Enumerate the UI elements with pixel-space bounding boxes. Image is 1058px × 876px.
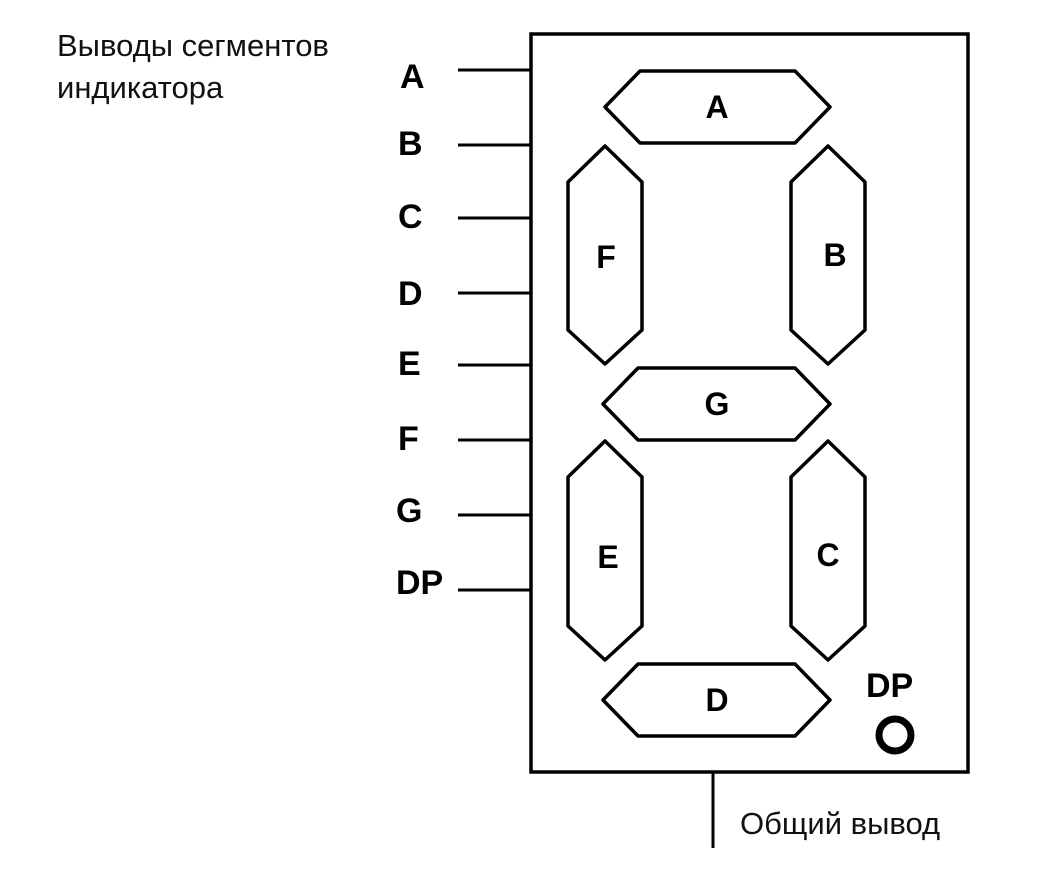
segment-label-b: B (823, 237, 846, 273)
segment-label-e: E (597, 539, 618, 575)
pin-label-b: B (398, 125, 423, 163)
pin-a: A (400, 58, 531, 96)
caption-line-2: индикатора (57, 70, 224, 105)
pin-e: E (398, 345, 531, 383)
pin-label-f: F (398, 420, 419, 458)
segment-f: F (566, 144, 644, 366)
pin-label-a: A (400, 58, 425, 96)
dp-label: DP (866, 667, 913, 705)
pin-f: F (398, 420, 531, 458)
pin-g: G (396, 492, 531, 530)
pin-d: D (398, 275, 531, 313)
segment-label-a: A (705, 89, 728, 125)
segment-d: D (601, 662, 832, 738)
segment-g: G (601, 366, 832, 442)
segment-e: E (566, 439, 644, 662)
pin-label-e: E (398, 345, 421, 383)
pin-b: B (398, 125, 531, 163)
pin-label-g: G (396, 492, 422, 530)
segment-label-c: C (816, 537, 839, 573)
pin-label-c: C (398, 198, 423, 236)
indicator-body (529, 32, 970, 774)
segment-c: C (789, 439, 867, 662)
pin-label-dp: DP (396, 564, 443, 602)
caption-line-1: Выводы сегментов (57, 28, 329, 63)
decimal-point: DP (866, 667, 915, 755)
dp-dot (875, 715, 915, 755)
pin-label-d: D (398, 275, 423, 313)
segment-label-d: D (705, 682, 728, 718)
segment-a: A (603, 69, 832, 145)
segment-b: B (789, 144, 867, 366)
segment-label-f: F (596, 239, 616, 275)
segment-label-g: G (705, 386, 730, 422)
pin-c: C (398, 198, 531, 236)
pin-dp: DP (396, 564, 531, 602)
common-pin-label: Общий вывод (740, 806, 940, 841)
